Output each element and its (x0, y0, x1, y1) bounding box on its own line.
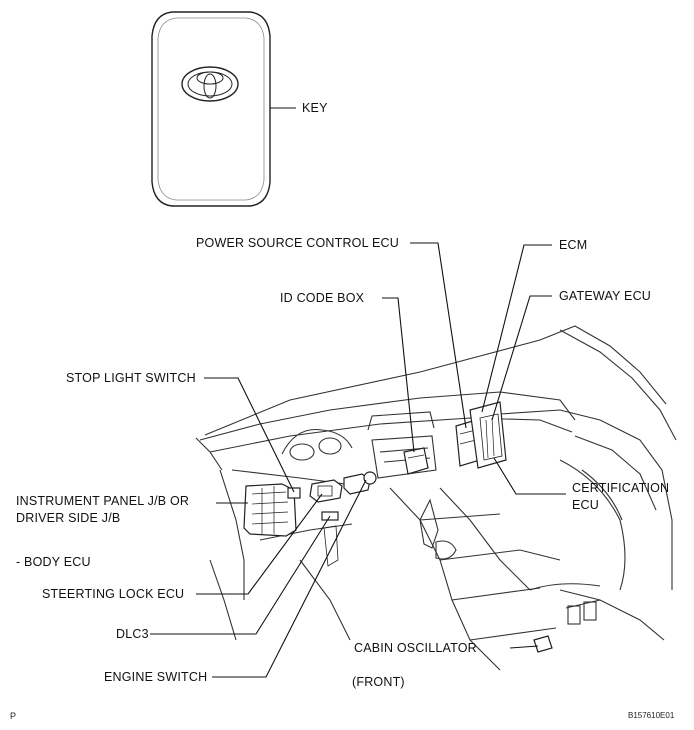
leader-stop-light-switch (204, 377, 295, 493)
label-certification-ecu-line1: CERTIFICATION (572, 481, 670, 495)
label-instrument-panel-jb-line1: INSTRUMENT PANEL J/B OR (16, 494, 190, 508)
leader-lines (150, 107, 566, 678)
label-dlc3: DLC3 (116, 627, 149, 641)
label-ecm: ECM (559, 238, 588, 252)
ecm-gateway-certification-stack (469, 401, 507, 469)
leader-certification-ecu (493, 457, 566, 495)
label-cabin-oscillator: CABIN OSCILLATOR (354, 641, 477, 655)
label-body-ecu: - BODY ECU (16, 555, 91, 569)
leader-dlc3 (150, 515, 331, 635)
leader-engine-switch (212, 479, 367, 678)
label-steering-lock-ecu: STEERTING LOCK ECU (42, 587, 185, 601)
cabin-oscillator-shape (533, 635, 553, 653)
label-stop-light-switch: STOP LIGHT SWITCH (66, 371, 196, 385)
label-id-code-box: ID CODE BOX (280, 291, 365, 305)
leader-ecm (481, 244, 552, 413)
label-engine-switch: ENGINE SWITCH (104, 670, 208, 684)
leader-cabin-oscillator (509, 645, 539, 649)
stop-light-switch-shape (287, 487, 301, 499)
instrument-panel-jb-shape (243, 483, 297, 537)
components (243, 401, 553, 653)
label-key: KEY (302, 101, 328, 115)
figure-id: B157610E01 (628, 711, 675, 720)
leader-power-source-control-ecu (410, 242, 467, 429)
key-fob-drawing (151, 11, 271, 207)
label-power-source-control-ecu: POWER SOURCE CONTROL ECU (196, 236, 399, 250)
label-gateway-ecu: GATEWAY ECU (559, 289, 652, 303)
leader-steering-lock-ecu (196, 493, 323, 595)
id-code-box-shape (403, 447, 429, 475)
label-instrument-panel-jb-line2: DRIVER SIDE J/B (16, 511, 121, 525)
label-certification-ecu-line2: ECU (572, 498, 599, 512)
leader-gateway-ecu (491, 295, 552, 421)
engine-switch-shape (343, 471, 377, 495)
leader-id-code-box (382, 297, 415, 453)
page-marker: P (10, 711, 17, 721)
steering-lock-ecu-shape (309, 479, 343, 503)
label-front: (FRONT) (352, 675, 405, 689)
